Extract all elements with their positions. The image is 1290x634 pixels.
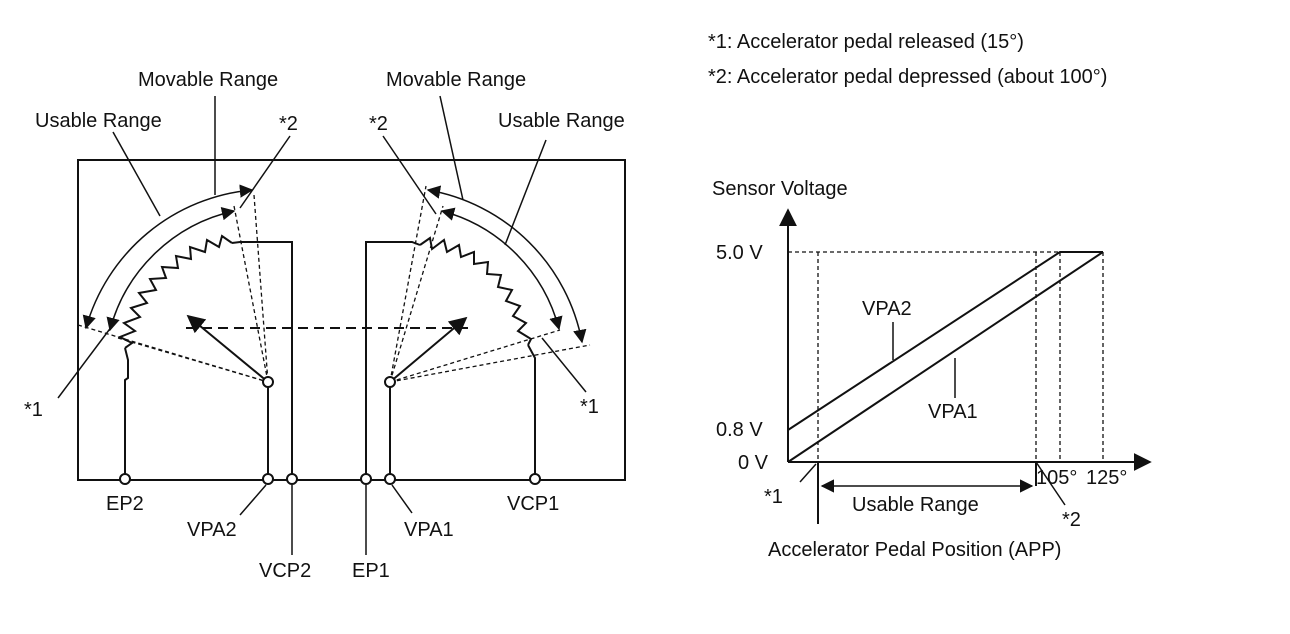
terminal-vpa1-label: VPA1 bbox=[404, 519, 454, 541]
terminal-ep2-label: EP2 bbox=[106, 493, 144, 515]
graph-marker-depressed: *2 bbox=[1062, 509, 1081, 531]
graph-marker-released: *1 bbox=[764, 486, 783, 508]
terminal-vpa2-label: VPA2 bbox=[187, 519, 237, 541]
left-usable-range-arc bbox=[106, 207, 236, 332]
x-tick-105: 105° bbox=[1036, 467, 1077, 489]
left-sensor: Movable Range Usable Range *2 *1 bbox=[24, 69, 298, 478]
y-axis-label: Sensor Voltage bbox=[712, 178, 848, 200]
sensor-housing bbox=[77, 159, 626, 481]
left-marker-depressed: *2 bbox=[279, 113, 298, 135]
series-vpa2-line bbox=[787, 251, 1103, 431]
terminal-ep2-pin bbox=[119, 473, 131, 485]
right-marker-released: *1 bbox=[580, 396, 599, 418]
right-resistor bbox=[419, 236, 533, 346]
terminal-vpa2-pin bbox=[262, 473, 274, 485]
terminal-ep1-label: EP1 bbox=[352, 560, 390, 582]
left-pivot bbox=[262, 376, 274, 388]
terminal-ep1-pin bbox=[360, 473, 372, 485]
left-usable-range-label: Usable Range bbox=[35, 110, 162, 132]
y-tick-5v: 5.0 V bbox=[716, 242, 763, 264]
series-vpa1-line bbox=[787, 251, 1104, 463]
right-movable-range-label: Movable Range bbox=[386, 69, 526, 91]
terminal-vcp2-label: VCP2 bbox=[259, 560, 311, 582]
right-movable-range-arc bbox=[426, 185, 587, 344]
terminal-vcp2-pin bbox=[286, 473, 298, 485]
y-tick-08v: 0.8 V bbox=[716, 419, 763, 441]
left-movable-range-label: Movable Range bbox=[138, 69, 278, 91]
usable-range-label: Usable Range bbox=[852, 494, 979, 516]
left-resistor bbox=[117, 234, 233, 349]
terminals: EP2 VPA2 VCP2 EP1 VPA1 VCP1 bbox=[106, 473, 559, 582]
y-tick-0v: 0 V bbox=[738, 452, 769, 474]
terminal-vcp1-label: VCP1 bbox=[507, 493, 559, 515]
note-depressed: *2: Accelerator pedal depressed (about 1… bbox=[708, 66, 1107, 88]
series-vpa2-label: VPA2 bbox=[862, 298, 912, 320]
right-pivot bbox=[384, 376, 396, 388]
right-usable-range-arc bbox=[440, 207, 563, 331]
right-usable-range-label: Usable Range bbox=[498, 110, 625, 132]
x-tick-125: 125° bbox=[1086, 467, 1127, 489]
series-vpa1-label: VPA1 bbox=[928, 401, 978, 423]
right-sensor: Movable Range Usable Range *2 *1 bbox=[365, 69, 625, 478]
terminal-vpa1-pin bbox=[384, 473, 396, 485]
terminal-vcp1-pin bbox=[529, 473, 541, 485]
left-marker-released: *1 bbox=[24, 399, 43, 421]
voltage-graph: Sensor Voltage 5.0 V 0.8 V 0 V 105° 125°… bbox=[712, 178, 1152, 561]
right-marker-depressed: *2 bbox=[369, 113, 388, 135]
note-released: *1: Accelerator pedal released (15°) bbox=[708, 31, 1024, 53]
left-movable-range-arc bbox=[82, 184, 254, 330]
x-axis-label: Accelerator Pedal Position (APP) bbox=[768, 539, 1061, 561]
